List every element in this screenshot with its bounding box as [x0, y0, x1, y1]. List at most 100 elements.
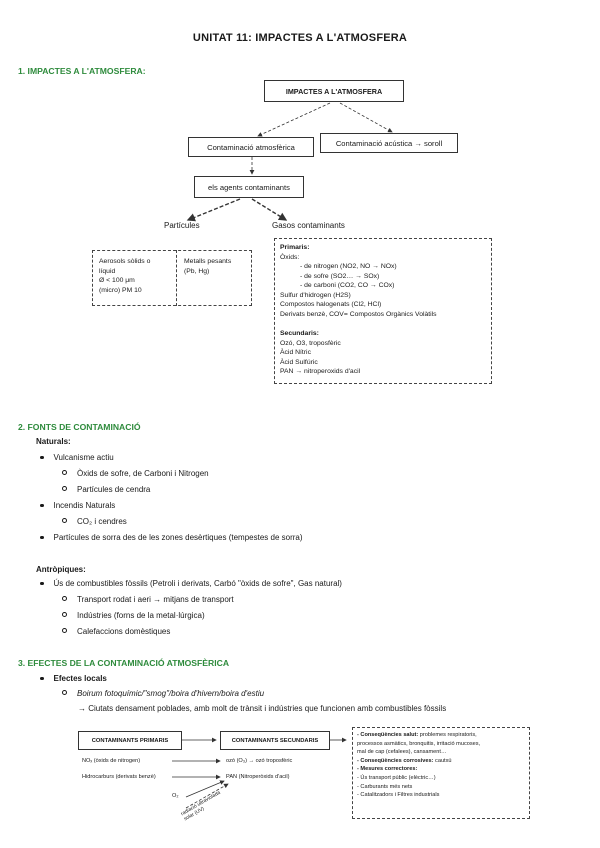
list-subitem: Partícules de cendra	[40, 484, 303, 500]
local-effects-text: Efectes locals	[53, 674, 107, 683]
bullet-icon	[40, 676, 44, 680]
bullet-icon	[40, 581, 44, 585]
o2-label: O₂	[172, 793, 179, 799]
metals-list: Metalls pesants (Pb, Hg)	[184, 257, 231, 276]
page-title: UNITAT 11: IMPACTES A L'ATMOSFERA	[192, 32, 408, 44]
list-item: Vulcanisme actiu	[40, 452, 303, 468]
list-item-text: Incendis Naturals	[53, 501, 116, 510]
anthropic-list: Ús de combustibles fòssils (Petroli i de…	[40, 578, 342, 642]
gases-content: Primaris: Òxids: - de nitrogen (NO2, NO …	[280, 243, 437, 377]
bullet-icon	[40, 503, 44, 507]
list-subitem: Calefaccions domèstiques	[40, 626, 342, 642]
primary-item: - de nitrogen (NO2, NO → NOx)	[300, 263, 397, 270]
aerosols-list: Aerosols sòlids o líquid Ø < 100 μm (mic…	[99, 257, 150, 295]
aerosols-line-3: Ø < 100 μm	[99, 277, 135, 284]
list-subitem: Indústries (forns de la metal·lúrgica)	[40, 610, 342, 626]
primary-heading: Primaris:	[280, 244, 310, 251]
list-item: Partícules de sorra des de les zones des…	[40, 532, 303, 548]
effects-box	[352, 727, 530, 819]
list-subitem-text: Indústries (forns de la metal·lúrgica)	[77, 611, 205, 620]
effects-line: mal de cap (cefalees), cansament…	[357, 749, 447, 756]
link-root-acoustic	[339, 102, 393, 133]
circle-bullet-icon	[62, 470, 67, 475]
list-item-text: Vulcanisme actiu	[53, 453, 114, 462]
link-agents-gases	[251, 198, 288, 221]
arrow-uv	[185, 783, 229, 809]
circle-bullet-icon	[62, 612, 67, 617]
circle-bullet-icon	[62, 628, 67, 633]
primary-item: Derivats benzè, COV= Compostos Orgànics …	[280, 310, 437, 318]
bullet-icon	[40, 455, 44, 459]
metals-line-2: (Pb, Hg)	[184, 267, 210, 275]
row1-left: NOₓ (òxids de nitrogen)	[82, 758, 141, 764]
smog-item: Boirum fotoquímic/"smog"/boira d'hivern/…	[62, 688, 264, 699]
list-item-text: Partícules de sorra des de les zones des…	[53, 533, 303, 542]
link-agents-particles	[186, 198, 241, 222]
list-item: Ús de combustibles fòssils (Petroli i de…	[40, 578, 342, 594]
aerosols-line-2: líquid	[99, 267, 116, 275]
row1-right: ozó (O₃) → ozó troposfèric	[226, 758, 293, 764]
acoustic-box: Contaminació acústica → soroll	[320, 133, 458, 153]
particles-box	[92, 250, 252, 306]
secondary-heading: Secundaris:	[280, 330, 319, 337]
aerosols-line-4: (micro) PM 10	[99, 286, 142, 294]
list-subitem-text: Òxids de sofre, de Carboni i Nitrogen	[77, 469, 209, 478]
effects-line: - Catalitzadors i Filtres industrials	[357, 792, 440, 799]
secondary-item: Àcid Sulfúric	[280, 358, 318, 366]
list-subitem-text: Partícules de cendra	[77, 485, 151, 494]
circle-bullet-icon	[62, 486, 67, 491]
smog-text: Boirum fotoquímic/"smog"/boira d'hivern/…	[77, 689, 265, 698]
link-root-atmos	[257, 102, 331, 137]
gases-label: Gasos contaminants	[272, 221, 345, 230]
bullet-icon	[40, 535, 44, 539]
effects-line: - Conseqüències salut: problemes respira…	[357, 732, 477, 738]
aerosols-line-1: Aerosols sòlids o	[99, 258, 151, 265]
particles-divider	[176, 250, 177, 306]
primary-item: Òxids:	[280, 253, 300, 261]
list-subitem: CO₂ i cendres	[40, 516, 303, 532]
row2-right: PAN (Nitroperòxids d'acil)	[226, 774, 290, 780]
gases-box	[274, 238, 492, 384]
natural-heading: Naturals:	[36, 437, 71, 446]
list-subitem-text: Transport rodat i aeri → mitjans de tran…	[77, 595, 234, 604]
smog-description: → Ciutats densament poblades, amb molt d…	[78, 704, 447, 713]
secondary-item: PAN → nitroperoxids d'acil	[280, 368, 361, 375]
metals-line-1: Metalls pesants	[184, 258, 232, 265]
effects-line: - Ús transport públic (elèctric…)	[357, 774, 436, 781]
list-subitem-text: Calefaccions domèstiques	[77, 627, 171, 636]
list-subitem: Transport rodat i aeri → mitjans de tran…	[40, 594, 342, 610]
section-2-heading: 2. FONTS DE CONTAMINACIÓ	[18, 422, 141, 432]
atmos-box: Contaminació atmosfèrica	[188, 137, 314, 157]
secundaris-box: CONTAMINANTS SECUNDARIS	[220, 731, 330, 750]
section-1-heading: 1. IMPACTES A L'ATMOSFERA:	[18, 66, 146, 76]
effects-content: - Conseqüències salut: problemes respira…	[357, 731, 480, 800]
section-3-heading: 3. EFECTES DE LA CONTAMINACIÓ ATMOSFÈRIC…	[18, 658, 230, 668]
secondary-item: Ozó, O3, troposfèric	[280, 339, 341, 347]
circle-bullet-icon	[62, 596, 67, 601]
natural-list: Vulcanisme actiu Òxids de sofre, de Carb…	[40, 452, 303, 548]
effects-line: - Conseqüències corrosives: cautxú	[357, 757, 452, 764]
arrow-o2	[185, 780, 225, 798]
primary-item: - de sofre (SO2… → SOx)	[300, 272, 380, 280]
primaris-box: CONTAMINANTS PRIMARIS	[78, 731, 182, 750]
particles-label: Partícules	[164, 221, 200, 230]
primary-item: Compostos halogenats (Cl2, HCl)	[280, 301, 382, 308]
primary-item: Sulfur d'hidrogen (H2S)	[280, 291, 351, 299]
effects-line: processos asmàtics, bronquitis, irritaci…	[357, 740, 481, 747]
root-box: IMPACTES A L'ATMOSFERA	[264, 80, 404, 102]
anthropic-heading: Antròpiques:	[36, 565, 86, 574]
circle-bullet-icon	[62, 518, 67, 523]
list-subitem-text: CO₂ i cendres	[77, 517, 127, 526]
circle-bullet-icon	[62, 690, 67, 695]
list-item: Incendis Naturals	[40, 500, 303, 516]
effects-line: - Mesures correctores:	[357, 766, 418, 773]
local-effects-item: Efectes locals	[40, 673, 107, 684]
agents-box: els agents contaminants	[194, 176, 304, 198]
row2-left: Hidrocarburs (derivats benzè)	[82, 774, 156, 780]
primary-item: - de carboni (CO2, CO → COx)	[300, 282, 395, 289]
secondary-item: Àcid Nítric	[280, 349, 311, 356]
list-subitem: Òxids de sofre, de Carboni i Nitrogen	[40, 468, 303, 484]
effects-line: - Carburants més nets	[357, 783, 413, 790]
list-item-text: Ús de combustibles fòssils (Petroli i de…	[53, 579, 342, 588]
